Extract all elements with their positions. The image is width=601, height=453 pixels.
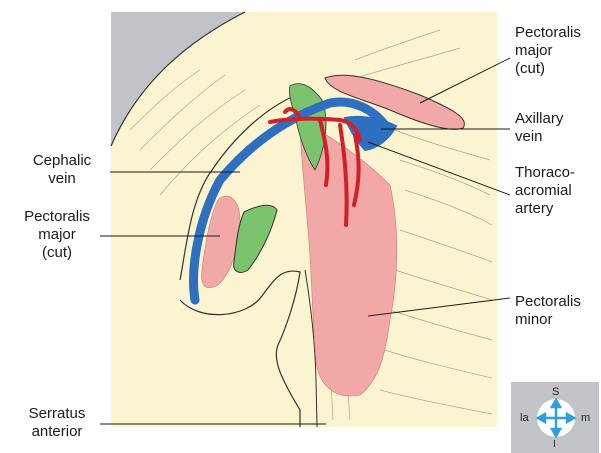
body-outline [111, 12, 497, 427]
label-serratus-anterior: Serratus anterior [12, 405, 102, 441]
label-thoracoacromial-artery: Thoraco- acromial artery [515, 164, 575, 218]
compass-superior-label: S [552, 386, 559, 398]
compass-medial-label: m [581, 412, 590, 424]
label-pectoralis-major-left: Pectoralis major (cut) [12, 208, 102, 262]
compass-inferior-label: I [553, 439, 556, 450]
compass-lateral-label: la [520, 412, 529, 424]
label-axillary-vein: Axillary vein [515, 110, 563, 146]
label-cephalic-vein: Cephalic vein [22, 152, 102, 188]
label-pectoralis-major-top: Pectoralis major (cut) [515, 24, 581, 78]
label-pectoralis-minor: Pectoralis minor [515, 293, 581, 329]
